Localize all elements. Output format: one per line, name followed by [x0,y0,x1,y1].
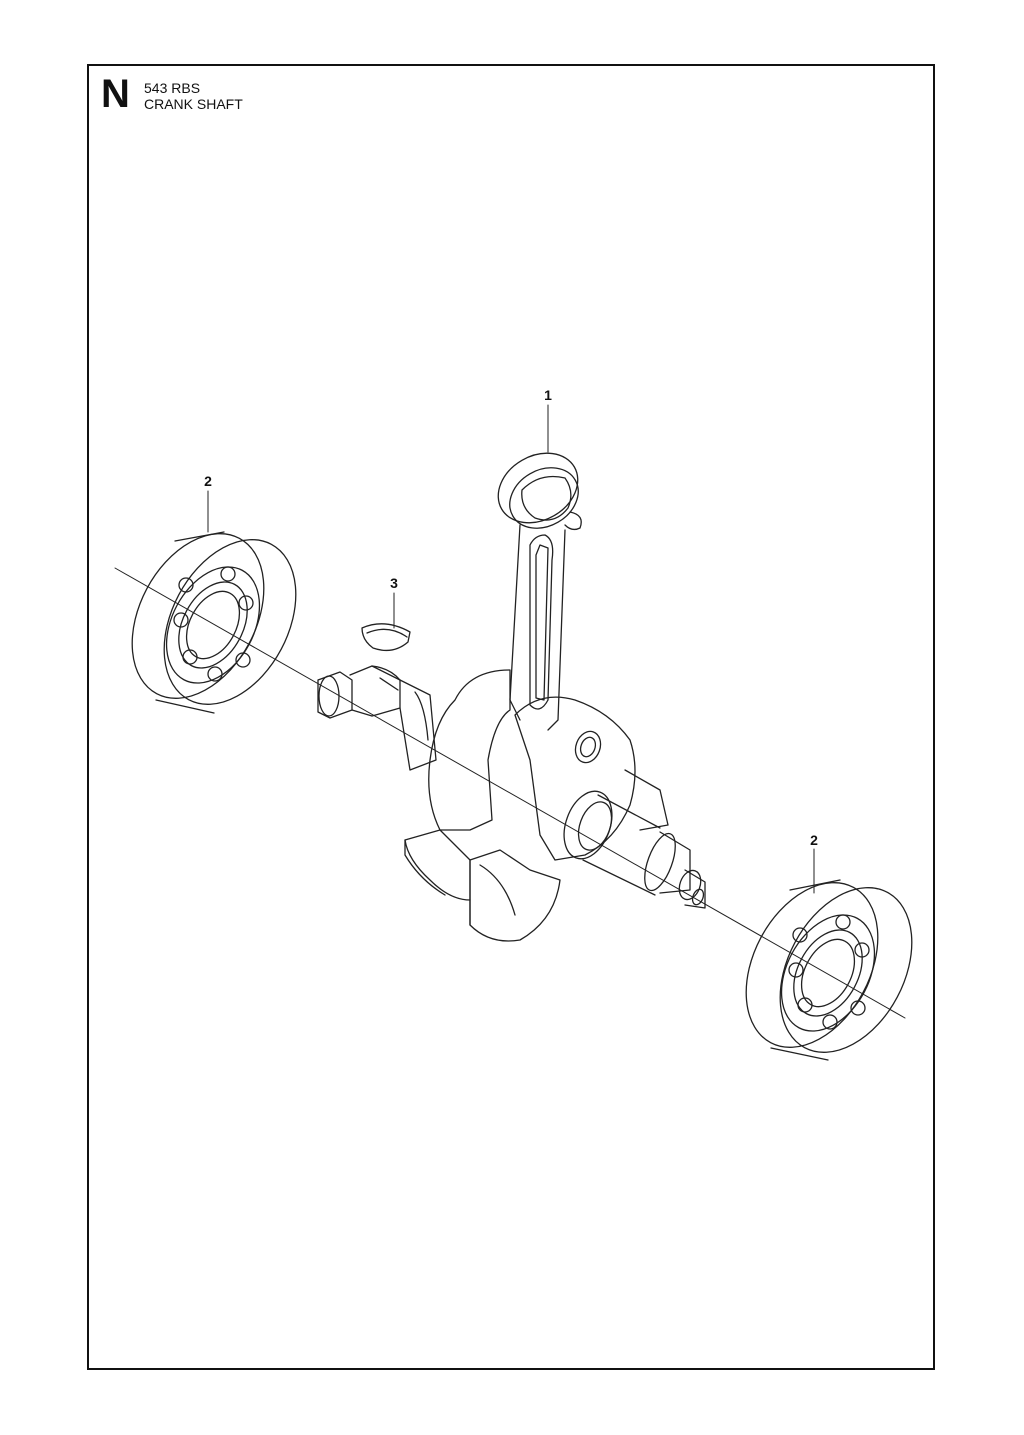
crankshaft [317,665,706,942]
left-bearing [131,531,297,714]
connecting-rod [497,452,582,731]
diagram-title: CRANK SHAFT [144,96,243,112]
callout-2-right-label: 2 [810,832,818,848]
callout-3-label: 3 [390,575,398,591]
right-bearing [745,879,913,1061]
woodruff-key [361,623,411,652]
section-letter: N [101,72,130,116]
callout-2-left-label: 2 [204,473,212,489]
shaft-axis-line [114,567,906,1019]
callout-1-label: 1 [544,387,552,403]
page-frame [87,64,935,1370]
model-name: 543 RBS [144,80,201,96]
